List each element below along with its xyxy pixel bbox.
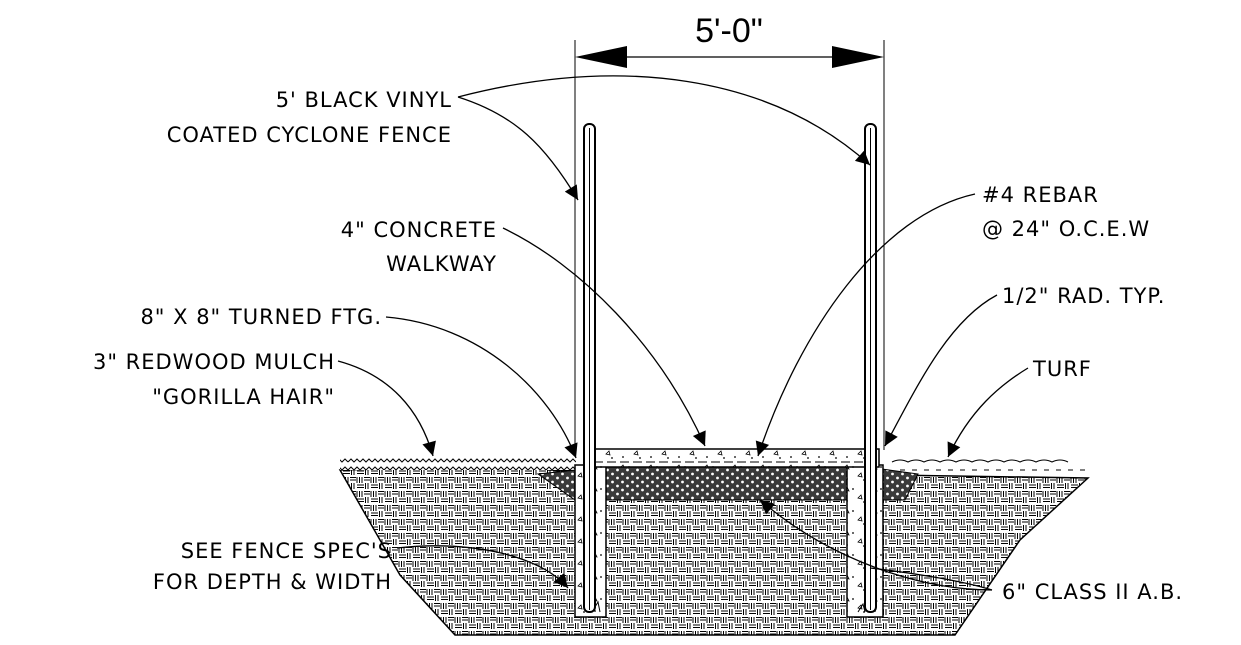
turf-surface — [891, 459, 1069, 463]
spec-label-line2: FOR DEPTH & WIDTH — [153, 570, 392, 594]
redwood-mulch-layer — [340, 457, 576, 470]
base-label: 6" CLASS II A.B. — [1002, 580, 1183, 604]
mulch-label-line2: "GORILLA HAIR" — [152, 385, 335, 409]
concrete-label-line2: WALKWAY — [386, 252, 497, 276]
soil-section — [338, 457, 1090, 636]
width-dimension: 5'-0" — [574, 12, 885, 450]
mulch-label-line1: 3" REDWOOD MULCH — [93, 350, 335, 374]
rebar-label-line1: #4 REBAR — [982, 183, 1099, 207]
concrete-walkway-slab — [587, 448, 880, 468]
fence-label-line2: COATED CYCLONE FENCE — [167, 123, 452, 147]
dimension-label: 5'-0" — [695, 12, 763, 50]
spec-label-line1: SEE FENCE SPEC'S — [181, 539, 392, 563]
concrete-label-line1: 4" CONCRETE — [341, 218, 497, 242]
fence-label-line1: 5' BLACK VINYL — [276, 88, 452, 112]
leader-lines — [337, 75, 1029, 591]
turf-label: TURF — [1032, 357, 1092, 381]
radius-label: 1/2" RAD. TYP. — [1002, 284, 1165, 308]
footing-label: 8" X 8" TURNED FTG. — [140, 305, 382, 329]
rebar-label-line2: @ 24" O.C.E.W — [982, 217, 1150, 241]
